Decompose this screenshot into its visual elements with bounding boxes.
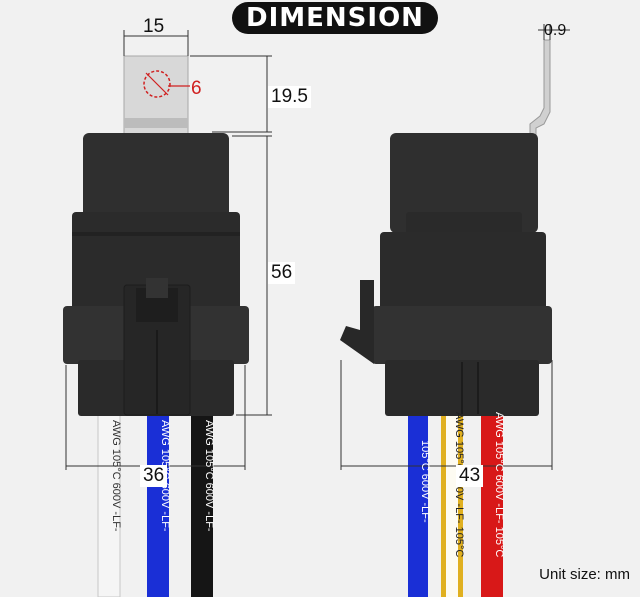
- side-latch: [340, 280, 374, 364]
- side-wire-red: [481, 412, 503, 597]
- wire-text-front-black: AWG 105°C 600V -LF-: [203, 420, 215, 532]
- wire-text-front-left: AWG 105°C 600V -LF-: [110, 420, 122, 532]
- dim-front-width: 36: [140, 465, 168, 487]
- dim-hole: 6: [191, 78, 202, 99]
- dim-terminal-width: 15: [143, 16, 165, 37]
- wire-text-side-red: AWG 105°C 600V -LF- 105°C: [493, 412, 505, 557]
- side-flange: [372, 306, 552, 364]
- side-upper-housing: [390, 133, 538, 233]
- front-upper-housing: [83, 133, 229, 223]
- front-mid-housing: [72, 212, 240, 314]
- dim-side-width: 43: [456, 465, 484, 487]
- dim-terminal-height: 19.5: [268, 86, 311, 108]
- front-view: [63, 30, 272, 597]
- unit-label: Unit size: mm: [539, 566, 630, 583]
- page-title: DIMENSION: [232, 2, 438, 34]
- wire-text-side-blue: 105°C 600V -LF-: [419, 440, 431, 523]
- front-wire-black: [191, 412, 213, 597]
- front-wire-blue: [147, 412, 169, 597]
- dim-terminal-thickness: 0.9: [544, 22, 567, 39]
- side-view: [340, 24, 570, 597]
- side-wire-blue: [408, 412, 428, 597]
- side-mid-housing: [380, 232, 546, 314]
- dim-body-height: 56: [268, 262, 296, 284]
- terminal-hole: [143, 70, 171, 98]
